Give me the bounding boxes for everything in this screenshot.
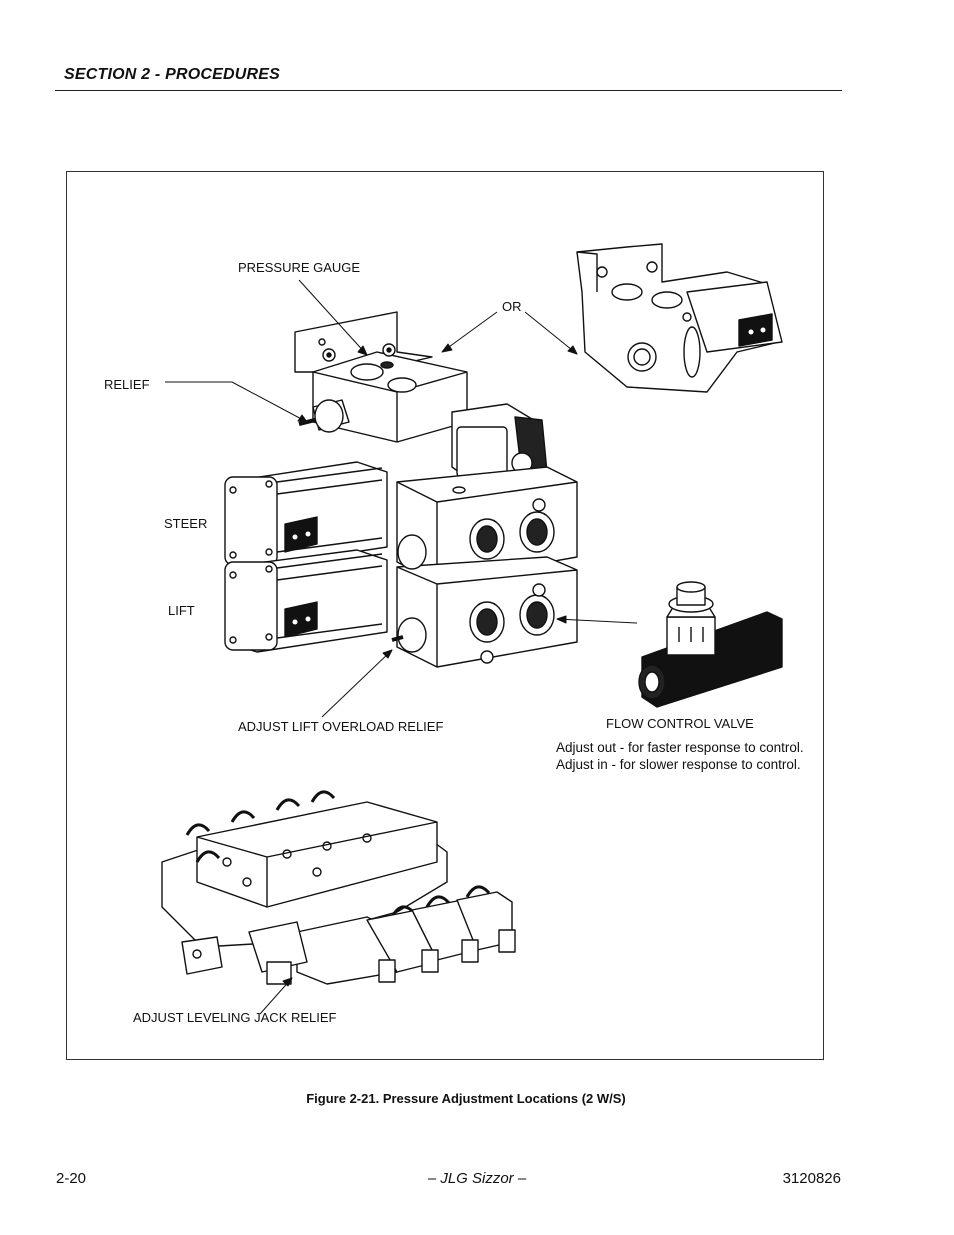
valve-illustration [161, 243, 783, 1015]
label-adjust-leveling-jack-relief: ADJUST LEVELING JACK RELIEF [133, 1010, 337, 1025]
figure-frame: PRESSURE GAUGE OR RELIEF STEER LIFT ADJU… [66, 171, 824, 1060]
label-lift: LIFT [168, 603, 195, 618]
label-flow-control-valve: FLOW CONTROL VALVE [606, 716, 754, 731]
note-adjust-in: Adjust in - for slower response to contr… [556, 757, 801, 772]
label-steer: STEER [164, 516, 208, 531]
page-number: 2-20 [56, 1170, 87, 1187]
figure-caption: Figure 2-21. Pressure Adjustment Locatio… [0, 1091, 954, 1106]
leader-lines [165, 279, 638, 1015]
note-adjust-out: Adjust out - for faster response to cont… [556, 740, 804, 755]
label-or: OR [502, 299, 522, 314]
label-pressure-gauge: PRESSURE GAUGE [238, 260, 361, 275]
flow-control-valve [638, 581, 783, 708]
label-adjust-lift-overload-relief: ADJUST LIFT OVERLOAD RELIEF [238, 719, 444, 734]
alternate-relief-block [576, 243, 783, 393]
section-title: SECTION 2 - PROCEDURES [64, 66, 280, 83]
main-valve-block [224, 311, 578, 668]
label-relief: RELIEF [104, 377, 150, 392]
document-number: 3120826 [782, 1170, 841, 1187]
leveling-jack-manifold [161, 790, 516, 985]
page-header: SECTION 2 - PROCEDURES [55, 64, 842, 91]
figure-caption-text: Figure 2-21. Pressure Adjustment Locatio… [306, 1091, 626, 1106]
footer-title: – JLG Sizzor – [427, 1170, 527, 1187]
